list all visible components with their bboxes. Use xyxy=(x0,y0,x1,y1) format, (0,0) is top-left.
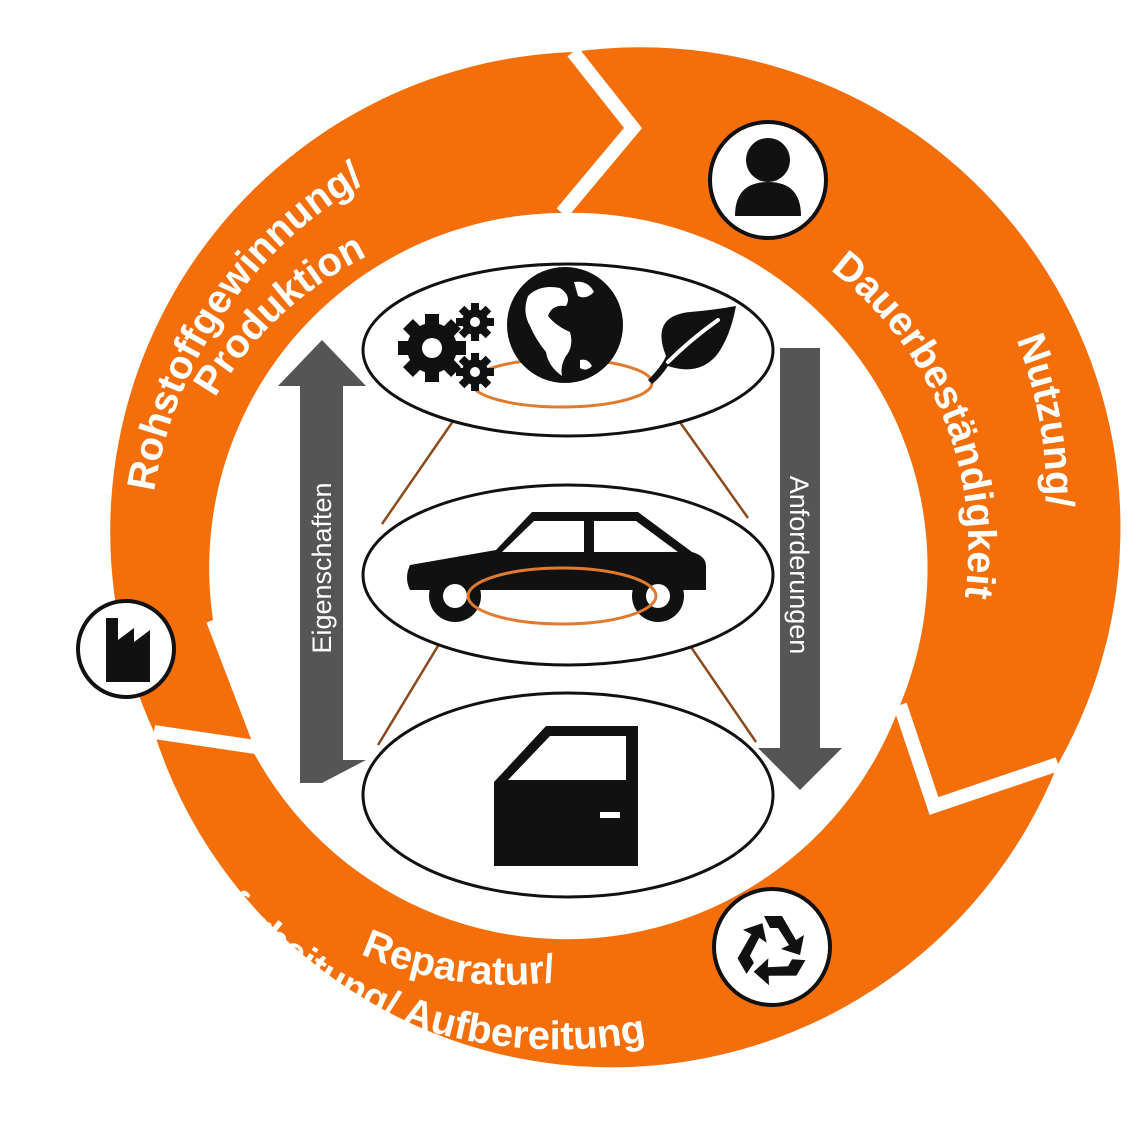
user-icon xyxy=(735,138,801,216)
user-icon-badge xyxy=(708,120,828,240)
ring-divider-right xyxy=(893,702,1061,815)
ring-divider-left xyxy=(152,617,273,757)
arrow-down-label: Anforderungen xyxy=(784,476,814,655)
globe-icon xyxy=(507,267,623,383)
segment-usage xyxy=(562,47,1121,807)
factory-icon xyxy=(106,618,150,682)
ring-divider-top xyxy=(556,47,643,218)
factory-icon-badge xyxy=(76,599,176,699)
recycle-icon-badge xyxy=(712,887,832,1007)
level-vehicle xyxy=(361,483,775,667)
arrow-up-eigenschaften: Eigenschaften xyxy=(278,340,366,783)
segment-repair xyxy=(154,620,1058,1068)
arrow-down-anforderungen: Anforderungen xyxy=(758,348,842,790)
gears-icon xyxy=(398,303,494,391)
segment-production xyxy=(110,52,633,748)
car-door-icon xyxy=(494,726,638,866)
arrow-up-label: Eigenschaften xyxy=(307,482,337,653)
lifecycle-ring xyxy=(110,47,1121,1068)
leaf-icon xyxy=(648,306,736,384)
level-environment xyxy=(361,262,775,438)
recycle-icon xyxy=(737,916,806,986)
level-component xyxy=(361,691,775,899)
